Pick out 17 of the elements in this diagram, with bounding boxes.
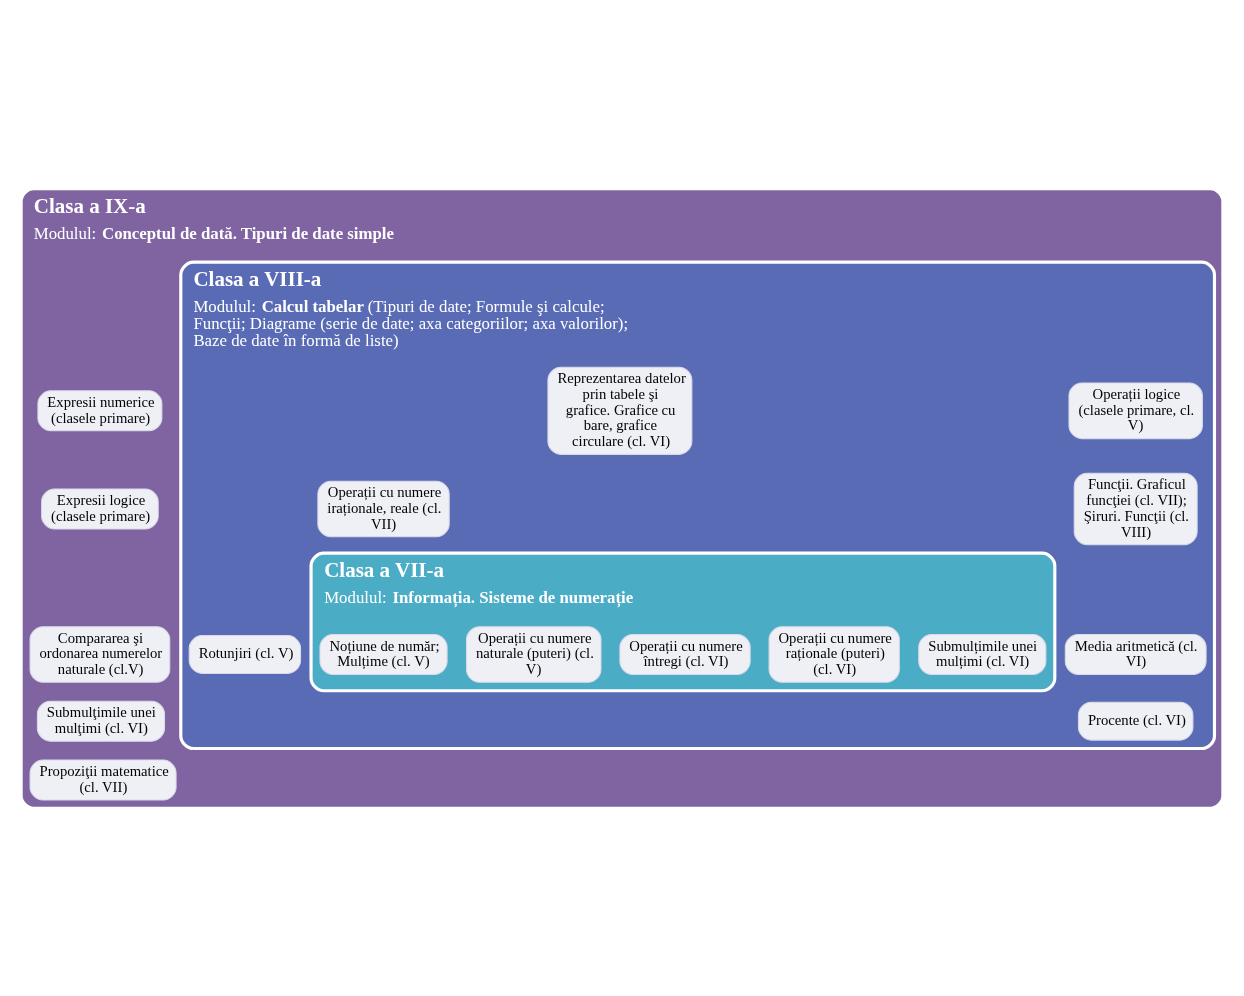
node-box: Submulțimile unei mulțimi (cl. VI): [918, 633, 1047, 675]
node-box: Rotunjiri (cl. V): [188, 634, 302, 674]
node-box: Operații cu numere naturale (puteri) (cl. V): [466, 625, 602, 683]
node-box: Noțiune de număr; Mulțime (cl. V): [319, 633, 448, 675]
node-box: Compararea şi ordonarea numerelor naturale (cl.V): [29, 625, 171, 683]
node-box: Operații cu numere raționale (puteri) (cl. VI): [768, 625, 900, 683]
node-box: Operații cu numere întregi (cl. VI): [619, 633, 751, 675]
node-box: Operații logice (clasele primare, cl. V): [1068, 381, 1203, 439]
node-box: Submulţimile unei mulţimi (cl. VI): [36, 700, 166, 742]
node-box: Media aritmetică (cl. VI): [1064, 633, 1207, 675]
node-box: Expresii logice (clasele primare): [41, 488, 159, 529]
node-box: Operații cu numere iraționale, reale (cl. VII): [317, 480, 450, 537]
node-box: Reprezentarea datelor prin tabele şi grafice. Grafice cu bare, grafice circulare (cl. VI): [547, 366, 693, 455]
node-box: Procente (cl. VI): [1077, 701, 1194, 741]
node-box: Funcţii. Graficul funcţiei (cl. VII); Şiruri. Funcţii (cl. VIII): [1073, 472, 1198, 545]
node-box: Propoziţii matematice (cl. VII): [29, 759, 177, 800]
node-box: Expresii numerice (clasele primare): [37, 389, 163, 431]
